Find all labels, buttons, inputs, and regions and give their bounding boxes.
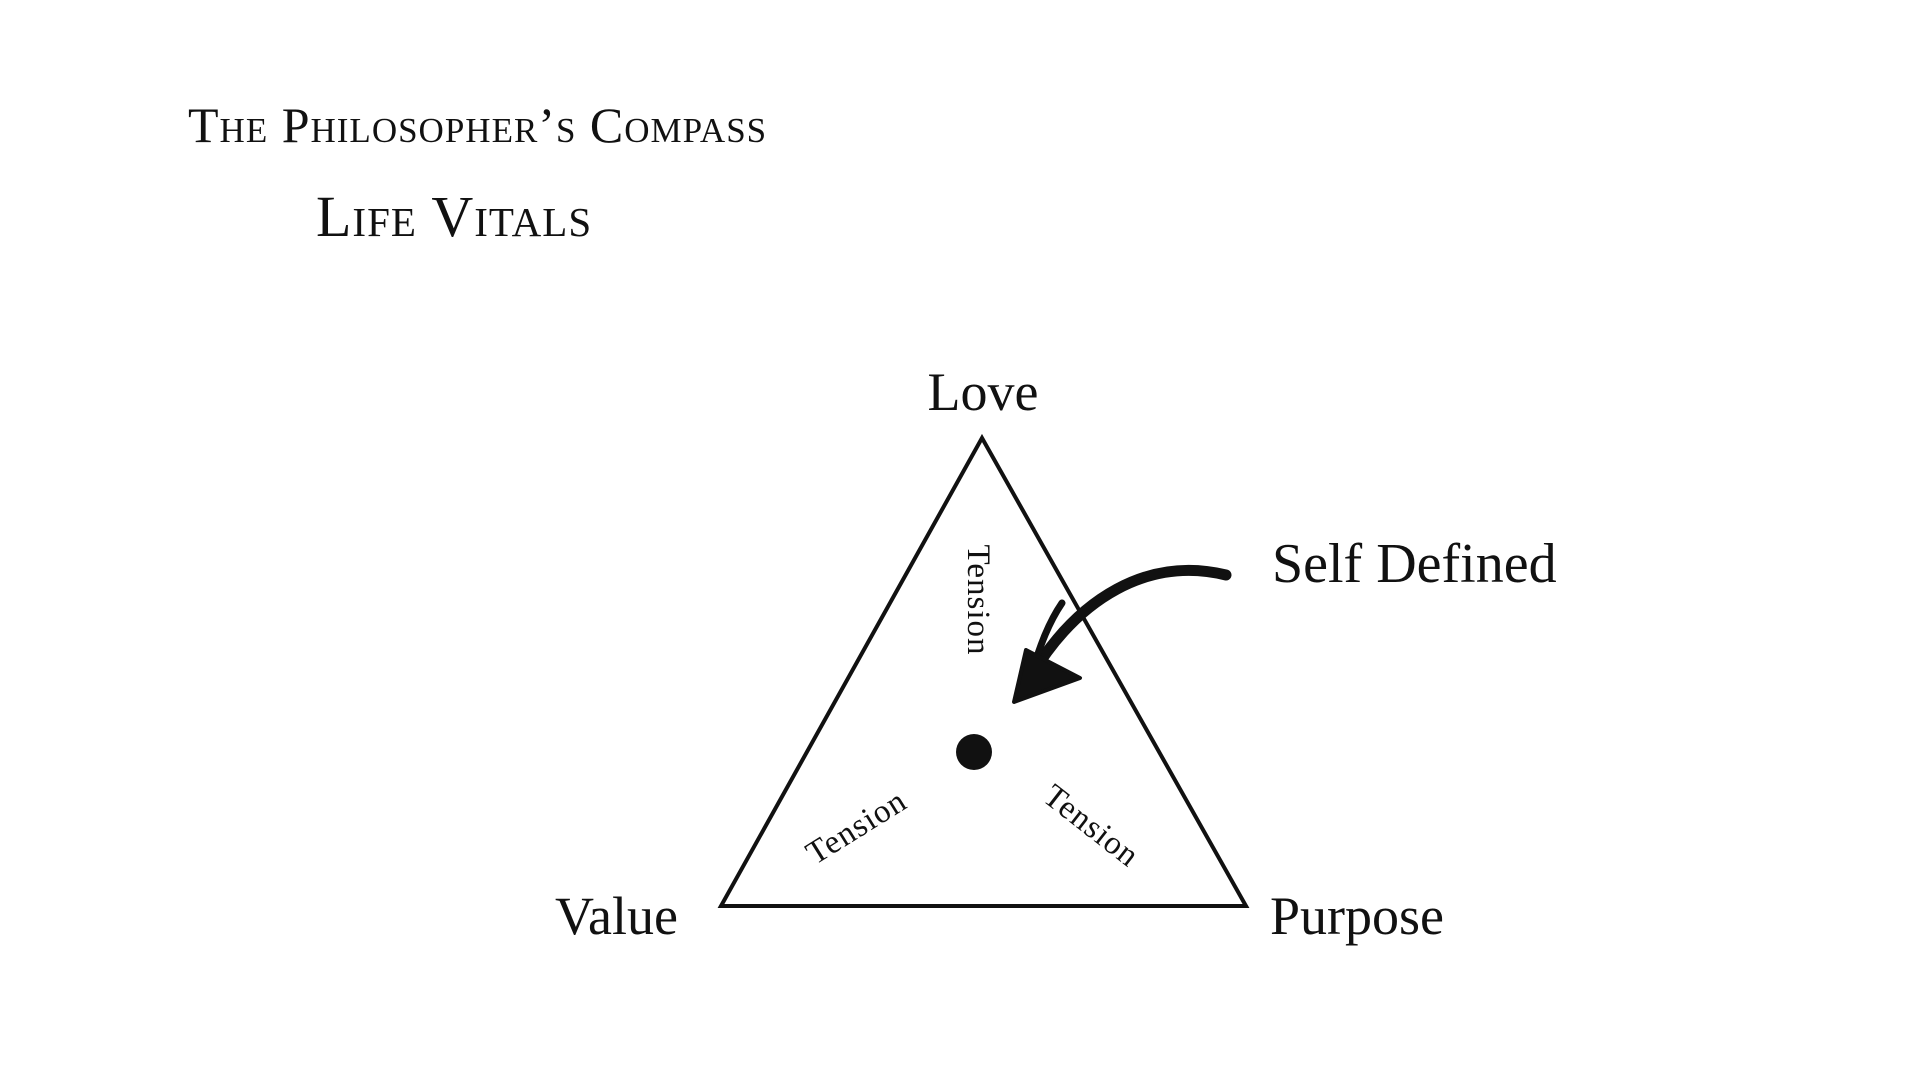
page-title: The Philosopher’s Compass	[188, 97, 768, 153]
center-point-icon	[956, 734, 992, 770]
tension-label-top: Tension	[960, 544, 996, 655]
vertex-label-purpose: Purpose	[1270, 886, 1444, 946]
vertex-label-love: Love	[928, 362, 1039, 422]
curved-arrow-icon	[1012, 565, 1232, 704]
title-block: The Philosopher’s Compass Life Vitals	[188, 100, 828, 246]
tension-label-right: Tension	[1036, 778, 1146, 875]
vertex-label-value: Value	[555, 886, 678, 946]
page-subtitle: Life Vitals	[316, 184, 593, 249]
callout-label-self-defined: Self Defined	[1272, 533, 1557, 595]
tension-label-left: Tension	[800, 783, 913, 872]
compass-triangle	[717, 433, 1250, 908]
